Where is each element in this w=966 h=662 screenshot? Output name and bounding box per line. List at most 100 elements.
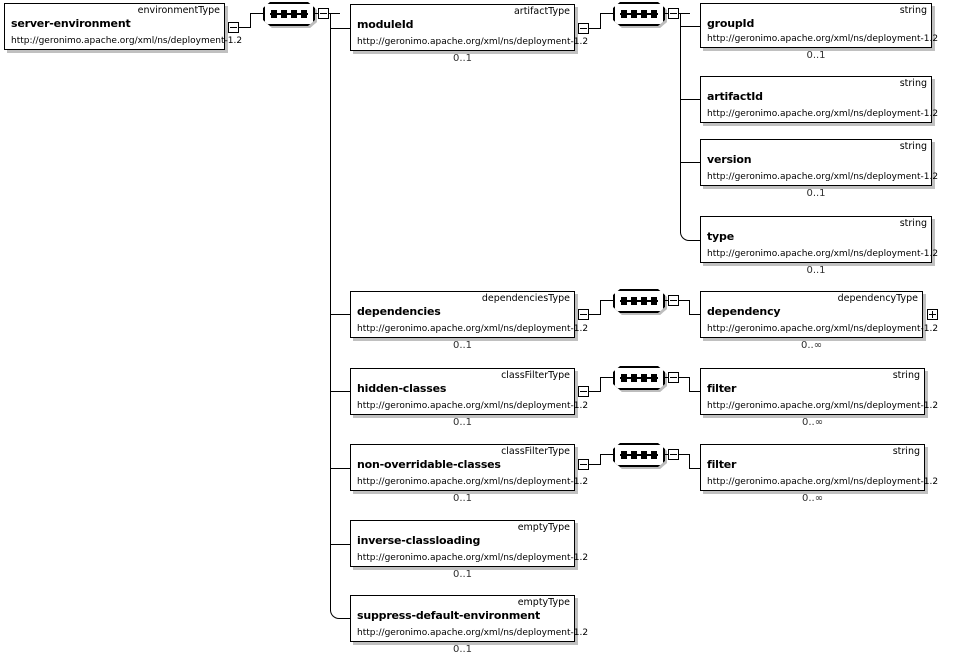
connector-line	[589, 464, 601, 465]
connector-line	[600, 377, 601, 392]
node-name-label: hidden-classes	[357, 382, 447, 395]
sequence-compositor-hidden-classes[interactable]	[613, 366, 665, 390]
compositor-bar	[620, 13, 658, 15]
trunk-elbow-root	[330, 610, 342, 619]
compositor-dot	[631, 451, 637, 459]
node-name-label: filter	[707, 458, 737, 471]
connector-line	[665, 300, 669, 301]
node-hidden-classes[interactable]: classFilterType hidden-classes http://ge…	[350, 368, 588, 415]
multiplicity-groupId: 0..1	[806, 50, 826, 61]
node-groupId[interactable]: string groupId http://geronimo.apache.or…	[700, 3, 938, 48]
connector-line	[689, 468, 700, 469]
compositor-dot	[631, 374, 637, 382]
compositor-dot	[651, 374, 657, 382]
node-version[interactable]: string version http://geronimo.apache.or…	[700, 139, 938, 186]
node-namespace-label: http://geronimo.apache.org/xml/ns/deploy…	[357, 401, 589, 411]
node-name-label: inverse-classloading	[357, 534, 481, 547]
connector-line	[600, 13, 614, 14]
multiplicity-version: 0..1	[806, 188, 826, 199]
multiplicity-type: 0..1	[806, 265, 826, 276]
collapse-toggle-dependencies-sequence[interactable]	[668, 295, 679, 306]
connector-line	[680, 13, 681, 27]
sequence-compositor-non-overridable-classes[interactable]	[613, 443, 665, 467]
node-dependency[interactable]: dependencyType dependency http://geronim…	[700, 291, 938, 338]
node-type-label: environmentType	[137, 5, 220, 16]
compositor-dot	[651, 451, 657, 459]
node-namespace-label: http://geronimo.apache.org/xml/ns/deploy…	[357, 324, 589, 334]
node-suppress-default-environment[interactable]: emptyType suppress-default-environment h…	[350, 595, 588, 642]
sequence-compositor-root[interactable]	[263, 2, 315, 26]
collapse-toggle-moduleId[interactable]	[578, 23, 589, 34]
collapse-toggle-hidden-classes[interactable]	[578, 386, 589, 397]
compositor-dot	[621, 374, 627, 382]
connector-line	[250, 13, 251, 28]
connector-line	[589, 391, 601, 392]
collapse-toggle-server-environment[interactable]	[228, 22, 239, 33]
collapse-toggle-non-overridable-sequence[interactable]	[668, 449, 679, 460]
node-name-label: dependencies	[357, 305, 441, 318]
multiplicity-moduleId: 0..1	[452, 53, 473, 64]
multiplicity-non-overridable-filter: 0..∞	[801, 493, 824, 504]
collapse-toggle-root-sequence[interactable]	[318, 8, 329, 19]
connector-line	[330, 28, 350, 29]
sequence-compositor-dependencies[interactable]	[613, 289, 665, 313]
connector-line	[689, 454, 690, 469]
node-inverse-classloading[interactable]: emptyType inverse-classloading http://ge…	[350, 520, 588, 567]
collapse-toggle-moduleId-sequence[interactable]	[668, 8, 679, 19]
node-namespace-label: http://geronimo.apache.org/xml/ns/deploy…	[707, 477, 939, 487]
node-namespace-label: http://geronimo.apache.org/xml/ns/deploy…	[707, 401, 939, 411]
connector-line	[341, 618, 350, 619]
connector-line	[680, 162, 700, 163]
connector-line	[600, 377, 614, 378]
compositor-dot	[271, 10, 277, 18]
node-server-environment[interactable]: environmentType server-environment http:…	[4, 3, 242, 50]
compositor-bar	[270, 13, 308, 15]
expand-toggle-dependency[interactable]	[927, 309, 938, 320]
node-type-label: dependencyType	[837, 293, 918, 304]
node-hidden-filter[interactable]: string filter http://geronimo.apache.org…	[700, 368, 938, 415]
multiplicity-inverse-classloading: 0..1	[452, 569, 473, 580]
node-name-label: moduleId	[357, 18, 414, 31]
connector-line	[665, 13, 669, 14]
node-non-overridable-classes[interactable]: classFilterType non-overridable-classes …	[350, 444, 588, 491]
connector-line	[330, 314, 350, 315]
connector-line	[689, 377, 690, 392]
connector-line	[315, 13, 319, 14]
compositor-dot	[651, 10, 657, 18]
node-namespace-label: http://geronimo.apache.org/xml/ns/deploy…	[357, 628, 589, 638]
connector-line	[600, 454, 614, 455]
collapse-toggle-dependencies[interactable]	[578, 309, 589, 320]
sequence-compositor-moduleId[interactable]	[613, 2, 665, 26]
node-namespace-label: http://geronimo.apache.org/xml/ns/deploy…	[707, 324, 939, 334]
node-type-label: string	[899, 141, 927, 152]
node-non-overridable-filter[interactable]: string filter http://geronimo.apache.org…	[700, 444, 938, 491]
connector-line	[679, 377, 690, 378]
connector-line	[600, 13, 601, 29]
connector-line	[600, 454, 601, 465]
compositor-dot	[621, 10, 627, 18]
node-type-label: string	[899, 5, 927, 16]
node-dependencies[interactable]: dependenciesType dependencies http://ger…	[350, 291, 588, 338]
multiplicity-dependency: 0..∞	[800, 340, 823, 351]
node-moduleId[interactable]: artifactType moduleId http://geronimo.ap…	[350, 4, 588, 51]
compositor-dot	[651, 297, 657, 305]
node-artifactId[interactable]: string artifactId http://geronimo.apache…	[700, 76, 938, 123]
connector-line	[330, 468, 350, 469]
node-type-label: classFilterType	[501, 446, 570, 457]
collapse-toggle-non-overridable-classes[interactable]	[578, 459, 589, 470]
node-type[interactable]: string type http://geronimo.apache.org/x…	[700, 216, 938, 263]
connector-line	[665, 377, 669, 378]
compositor-dot	[641, 10, 647, 18]
connector-line	[330, 544, 350, 545]
node-type-label: dependenciesType	[481, 293, 570, 304]
trunk-line-moduleId	[680, 26, 681, 233]
collapse-toggle-hidden-sequence[interactable]	[668, 372, 679, 383]
node-name-label: server-environment	[11, 17, 131, 30]
compositor-dot	[291, 10, 297, 18]
connector-line	[689, 314, 700, 315]
node-namespace-label: http://geronimo.apache.org/xml/ns/deploy…	[707, 34, 939, 44]
multiplicity-hidden-filter: 0..∞	[801, 417, 824, 428]
node-namespace-label: http://geronimo.apache.org/xml/ns/deploy…	[707, 172, 939, 182]
node-name-label: filter	[707, 382, 737, 395]
